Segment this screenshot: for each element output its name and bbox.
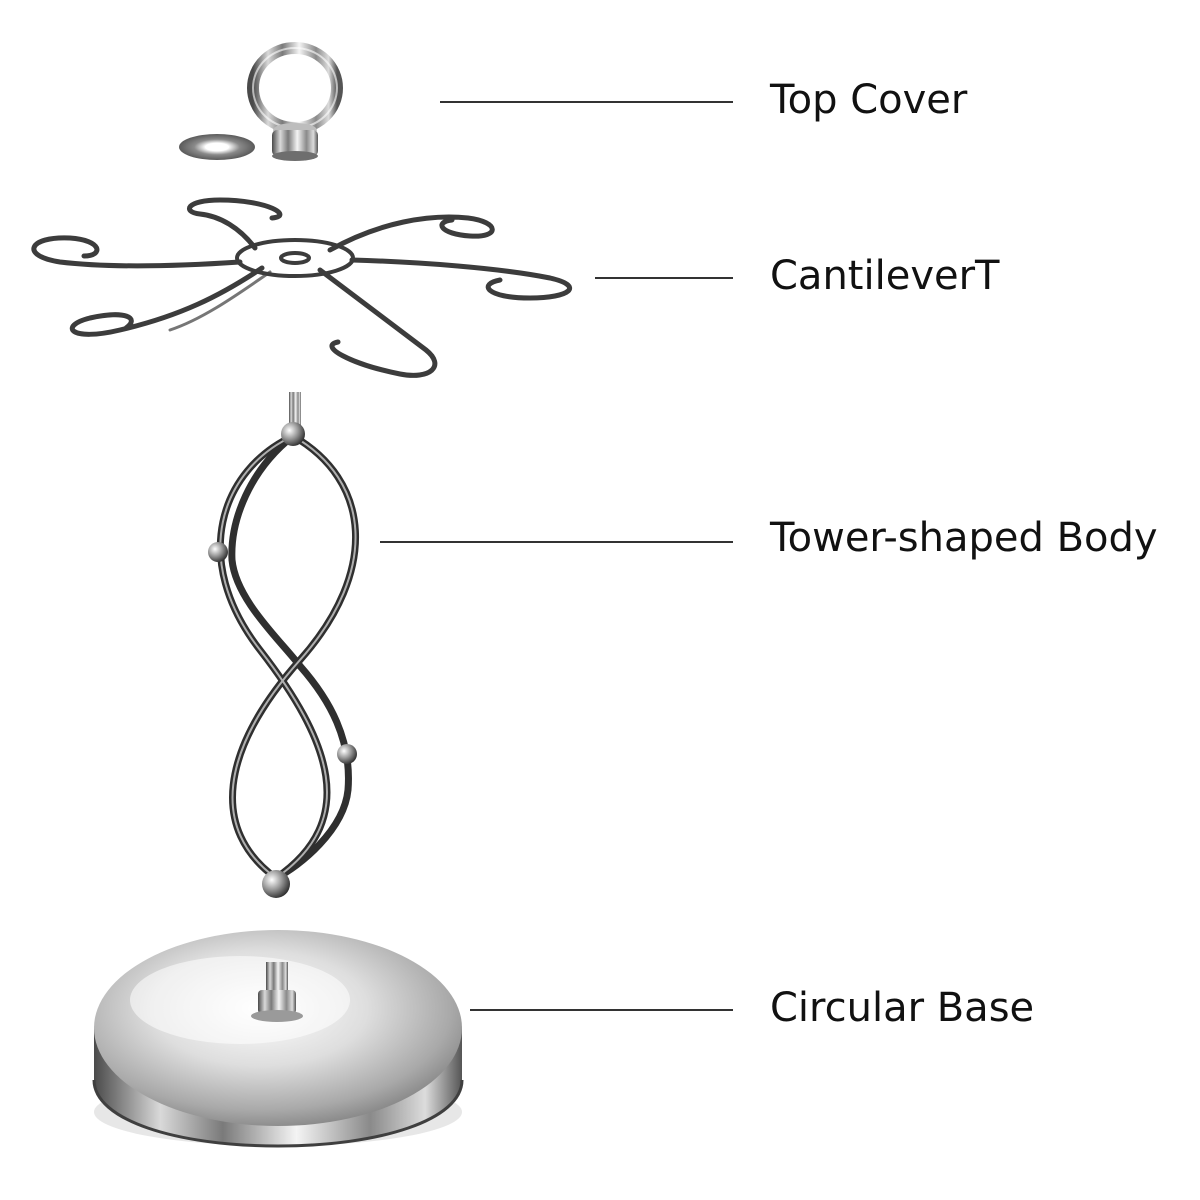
top-thread-stud xyxy=(289,392,301,426)
helix-highlight-1 xyxy=(219,435,328,879)
circular-base-part xyxy=(92,930,464,1148)
top-ball xyxy=(281,422,305,446)
eye-ring-highlight xyxy=(252,47,338,129)
base-top-highlight xyxy=(130,956,350,1044)
base-bottom-edge xyxy=(92,1079,464,1148)
arm-upper-left xyxy=(187,197,283,251)
arm-left xyxy=(31,235,243,269)
arm-lower-right xyxy=(317,267,438,378)
hub-inner xyxy=(279,251,311,265)
top-cover-part xyxy=(179,42,343,161)
tower-body-part xyxy=(208,392,359,898)
base-stud-thread xyxy=(266,962,288,992)
eye-nut-bottom xyxy=(272,151,318,161)
bottom-ball xyxy=(262,870,290,898)
arm-lower-left xyxy=(69,265,265,337)
label-circular-base: Circular Base xyxy=(770,985,1035,1031)
helix-highlight-2 xyxy=(231,435,357,879)
helix-strand-3 xyxy=(228,432,304,670)
label-cantilever: CantileverT xyxy=(770,253,1000,299)
washer-hole xyxy=(205,143,229,151)
helix-strand-4 xyxy=(272,662,352,882)
label-tower-body: Tower-shaped Body xyxy=(770,515,1158,561)
eye-nut xyxy=(272,130,318,156)
base-stud-nut xyxy=(258,990,296,1014)
arm-upper-right xyxy=(327,214,495,253)
mid-ball-left xyxy=(208,542,228,562)
mid-ball-right xyxy=(337,744,357,764)
leader-lines xyxy=(380,101,733,1011)
arm-lower-left-fine xyxy=(168,270,272,332)
cantilever-part xyxy=(31,197,573,378)
label-top-cover: Top Cover xyxy=(770,77,968,123)
base-stud-washer xyxy=(251,1010,303,1022)
arm-right xyxy=(349,257,573,301)
